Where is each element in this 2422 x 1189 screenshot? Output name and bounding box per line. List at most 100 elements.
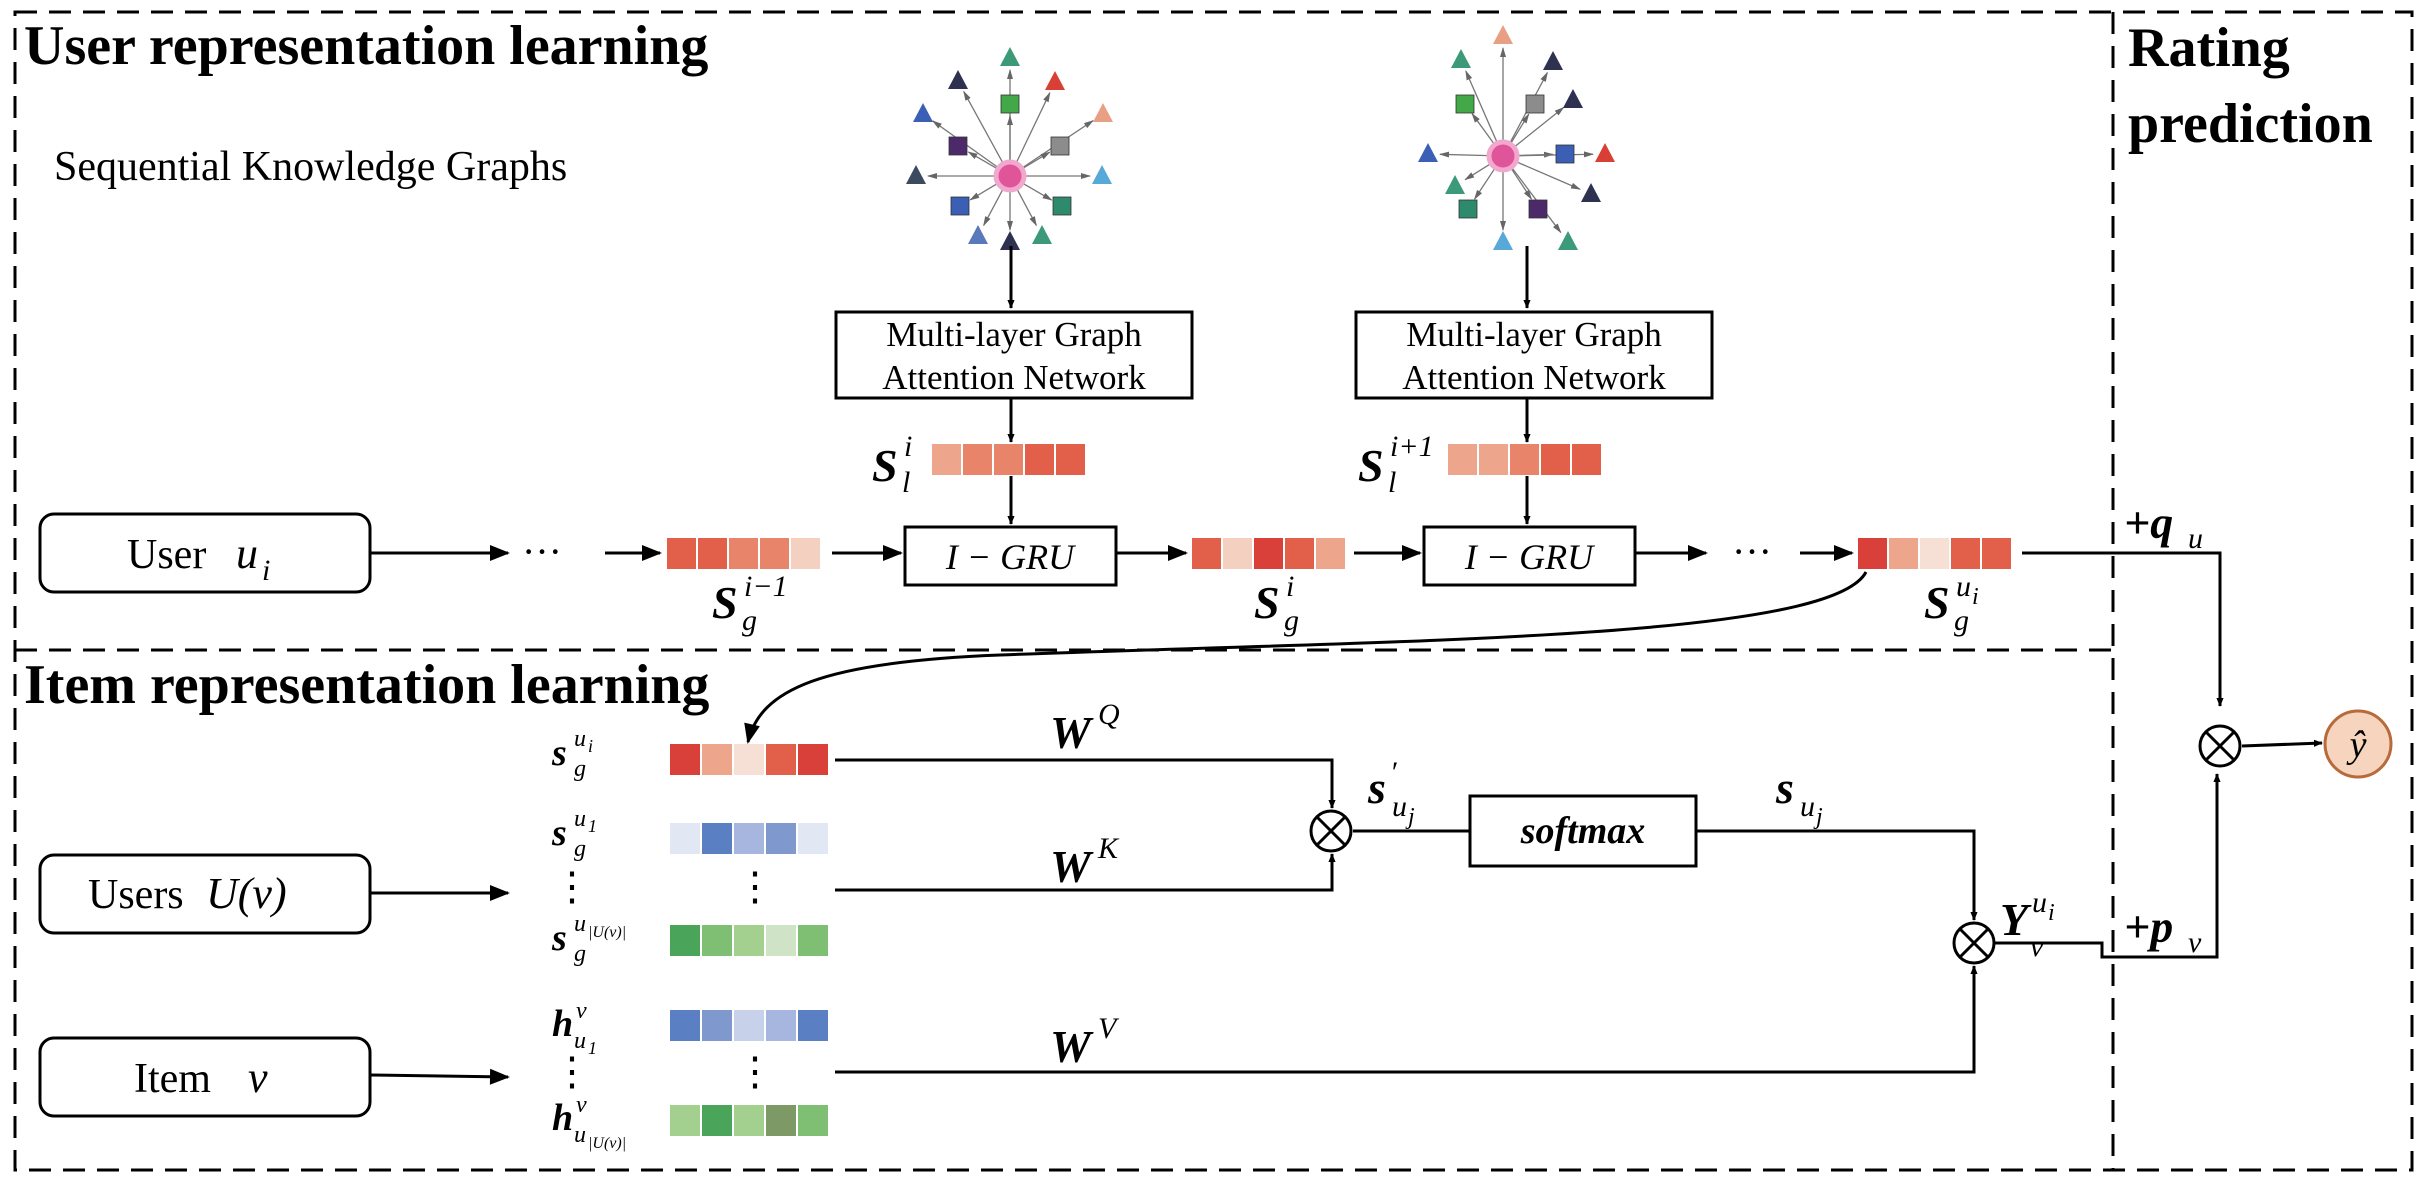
vector-cell [734,1105,764,1136]
vector-cell [1982,538,2011,569]
kg-edge [1516,151,1595,158]
kg-relation-triangle [1032,225,1052,244]
vector-cell [798,744,828,775]
vector-cell [1889,538,1918,569]
kg-relation-triangle [1418,143,1438,162]
line-softmax-otimes2 [1696,829,1978,921]
users-input-node: Users U(v) [38,853,372,935]
sg-u1-sub: g [574,836,586,862]
kg-edge [1513,106,1565,148]
vector-sg-ui [670,744,828,775]
vector-sg-uU [670,925,828,956]
item-input-node: Item v [38,1036,372,1118]
s-g-ui-sub: g [1954,604,1969,637]
gru-box-1 [903,525,1118,587]
y-supsub: i [2048,900,2055,926]
kg-relation-triangle [913,103,933,122]
kg-edge [983,188,1004,227]
kg-relation-triangle [1092,165,1112,184]
gat-block-2: Multi-layer Graph Attention Network [1354,310,1714,400]
vector-sg-u1 [670,823,828,854]
vector-cell [1951,538,1980,569]
kg-relation-triangle [1581,183,1601,202]
wk-line [835,853,1336,892]
vdots-h-vec: ⋮ [735,1049,775,1094]
user-input-node: User u i [38,512,372,594]
vector-cell [698,538,727,569]
s-prime-sub: u [1392,790,1407,823]
otimes-cross-2b [1958,927,1990,959]
vector-cell [760,538,789,569]
user-input-sub: i [262,554,270,587]
kg-relation-triangle [1595,143,1615,162]
s-l-i-sub: l [902,466,910,499]
kg-relation-triangle [1451,49,1471,68]
sg-uU-sup: u [574,911,586,937]
otimes-value [1952,921,1996,965]
s-l-i1-base: S [1358,440,1384,491]
s-g-ui-base: S [1924,577,1950,628]
h-u1-sub: u [574,1028,586,1054]
s-prime-base: s [1367,762,1386,813]
vector-cell [1510,444,1539,475]
h-uU-subsub: |U(v)| [588,1135,626,1152]
lbl-pv: +p v [2124,901,2202,959]
qu-sub: u [2188,522,2203,555]
vdots-sg-label: ⋮ [552,864,592,909]
gat-block-1: Multi-layer Graph Attention Network [834,310,1194,400]
gru-box-2 [1422,525,1637,587]
embedding-vectors [667,444,2011,1136]
vector-s-l-i [932,444,1085,475]
sg-uU-sub: g [574,941,586,967]
otimes-cross-3b [2204,730,2236,762]
kg-edge [969,182,999,201]
softmax-box [1468,794,1698,868]
kg-entity-square [1052,196,1072,216]
sg-ui-sup: u [574,726,586,752]
wv-sup: V [1098,1012,1120,1045]
lbl-s-prime: s ′ u j [1367,756,1415,830]
s-g-i-sup: i [1286,570,1294,603]
vector-s-l-i1 [1448,444,1601,475]
sg-u1-sup: u [574,806,586,832]
h-u1-subsub: 1 [588,1038,597,1058]
ellipsis-1: ··· [522,529,562,574]
s-uj-sub: u [1800,790,1815,823]
vector-cell [766,823,796,854]
line-sgu-to-final [2022,551,2224,707]
kg-edge [1465,70,1498,144]
rating-section-title-line2: prediction [2128,93,2373,155]
user-section-title: User representation learning [24,15,708,77]
lbl-s-l-i1: S i+1 l [1358,430,1434,499]
vector-cell [734,1010,764,1041]
vector-cell [932,444,961,475]
kg-entity-square [1528,199,1548,219]
kg-edge [1509,113,1530,145]
kg-edge [1016,188,1037,227]
kg-center-node [1486,139,1520,173]
vector-cell [702,925,732,956]
wv-base: W [1050,1021,1094,1072]
vector-cell [670,744,700,775]
kg-edge [1021,182,1053,201]
vertical-arrows-upper [1007,246,1531,525]
attention-lines [835,551,2323,1074]
vector-cell [702,1105,732,1136]
kg-relation-triangle [1563,89,1583,108]
kg-edge [1515,160,1581,190]
lbl-sg-uU: s u |U(v)| g [551,911,626,967]
sg-u1-supsub: 1 [588,816,597,836]
kg-relation-triangle [1000,47,1020,66]
lbl-s-uj: s u j [1775,762,1823,830]
otimes-cross-1b [1315,815,1347,847]
vector-cell [766,1105,796,1136]
kg-entity-square [1525,94,1545,114]
vector-cell [670,823,700,854]
wq-sup: Q [1098,698,1120,731]
rating-section-title-line1: Rating [2128,17,2290,79]
arrow-final-output [2241,739,2323,748]
user-input-var: u [236,529,258,578]
lbl-wv: W V [1050,1012,1120,1072]
